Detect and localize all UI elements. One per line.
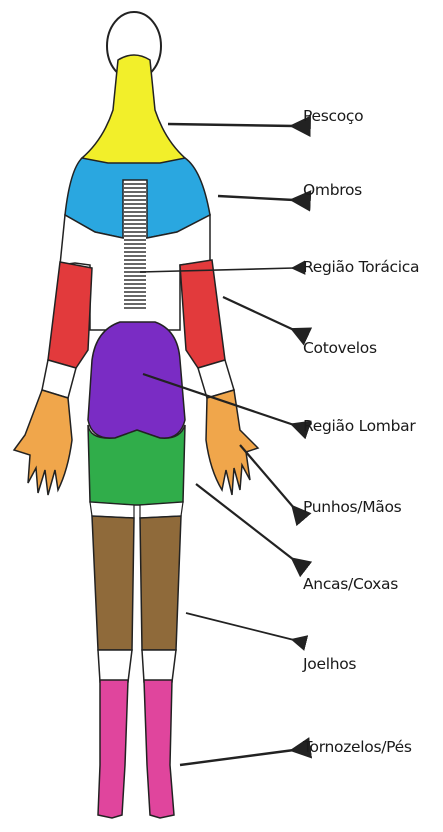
vertebra (124, 291, 146, 293)
pointer-joelhos (186, 613, 294, 640)
label-pescoco: Pescoço (303, 107, 363, 125)
label-tornozelos-pes: Tornozelos/Pés (303, 738, 412, 756)
vertebra (124, 219, 146, 221)
vertebra (124, 279, 146, 281)
vertebra (124, 235, 146, 237)
vertebra (124, 199, 146, 201)
label-regiao-toracica: Região Torácica (303, 258, 419, 276)
vertebra (124, 223, 146, 225)
spine-background (124, 183, 146, 310)
right-knee (142, 650, 176, 682)
vertebra (124, 211, 146, 213)
vertebra (124, 307, 146, 309)
vertebra (124, 203, 146, 205)
vertebra (124, 187, 146, 189)
vertebra (124, 263, 146, 265)
vertebra (124, 227, 146, 229)
vertebra (124, 239, 146, 241)
vertebra (124, 255, 146, 257)
left-elbow-region (48, 262, 92, 368)
vertebra (124, 247, 146, 249)
vertebra (124, 287, 146, 289)
vertebra (124, 251, 146, 253)
right-thigh (140, 516, 181, 650)
vertebra (124, 283, 146, 285)
pointer-cotovelos (223, 297, 294, 330)
right-hand (206, 390, 258, 495)
spine (124, 183, 146, 310)
right-elbow-region (180, 260, 225, 368)
vertebra (124, 275, 146, 277)
vertebra (124, 243, 146, 245)
pointer-ancas-coxas (196, 484, 294, 560)
pointer-pescoco (168, 124, 294, 126)
vertebra (124, 195, 146, 197)
vertebra (124, 295, 146, 297)
label-joelhos: Joelhos (303, 655, 356, 673)
label-regiao-lombar: Região Lombar (303, 417, 415, 435)
vertebra (124, 267, 146, 269)
left-lower-leg (98, 680, 128, 818)
label-punhos-maos: Punhos/Mãos (303, 498, 401, 516)
left-thigh (92, 516, 134, 650)
label-cotovelos: Cotovelos (303, 339, 377, 357)
left-hand (14, 390, 72, 495)
vertebra (124, 303, 146, 305)
vertebra (124, 231, 146, 233)
lumbar-region (88, 322, 185, 438)
left-knee (98, 650, 132, 682)
right-lower-leg (144, 680, 174, 818)
vertebra (124, 259, 146, 261)
pointer-tornozelos-pes (180, 750, 294, 765)
vertebra (124, 215, 146, 217)
vertebra (124, 183, 146, 185)
vertebra (124, 207, 146, 209)
vertebra (124, 299, 146, 301)
label-ancas-coxas: Ancas/Coxas (303, 575, 398, 593)
vertebra (124, 191, 146, 193)
hips-region (88, 425, 185, 505)
neck-region (82, 55, 185, 165)
pointer-ombros (218, 196, 294, 200)
label-ombros: Ombros (303, 181, 362, 199)
